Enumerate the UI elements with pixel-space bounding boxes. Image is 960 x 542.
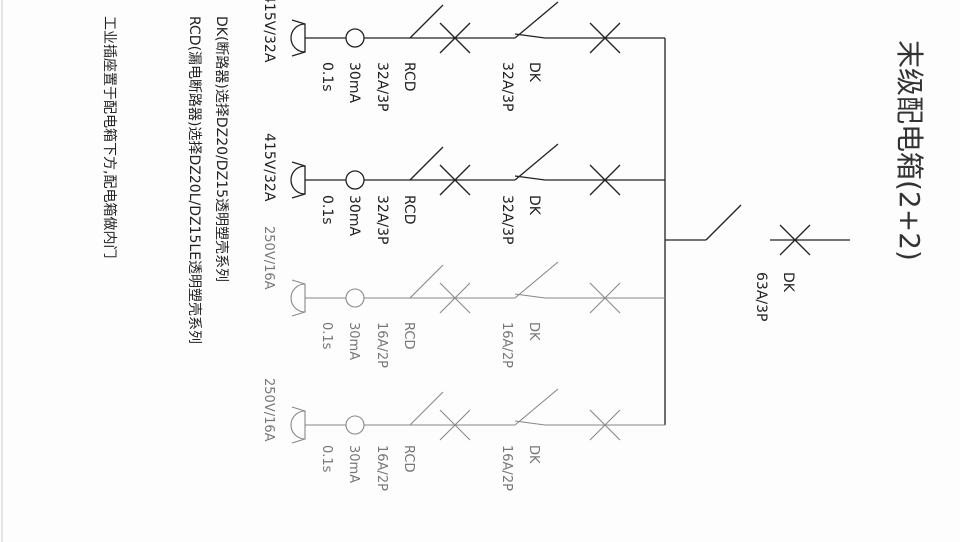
switch-contact-icon <box>514 143 559 181</box>
main-breaker: DK 63A/3P <box>665 204 850 321</box>
branch-rcd-rating: 32A/3P <box>374 195 390 244</box>
branch-dk-type: DK <box>526 62 542 83</box>
leakage-sensor-icon <box>345 288 365 308</box>
branch-rcd-time: 0.1s <box>319 322 334 350</box>
note-rcd: RCD(漏电断路器)选择DZ20L/DZ15LE透明塑壳系列 <box>186 16 203 344</box>
socket-icon <box>290 410 306 440</box>
leakage-sensor-icon <box>345 415 365 435</box>
branch-dk-type: DK <box>526 195 542 216</box>
socket-icon <box>290 283 306 313</box>
branch-socket: 250V/16A <box>261 226 276 290</box>
branch-rcd-type: RCD <box>401 195 417 225</box>
switch-contact-icon <box>705 204 742 241</box>
branch-dk-rating: 32A/3P <box>499 195 515 244</box>
leakage-sensor-icon <box>345 170 365 190</box>
socket-icon <box>290 23 306 53</box>
branch-rcd-time: 0.1s <box>319 62 335 92</box>
branch-rcd-current: 30mA <box>346 195 362 236</box>
branch-dk-rating: 16A/2P <box>499 322 514 368</box>
branch-socket: 250V/16A <box>261 378 276 442</box>
branch-rcd-current: 30mA <box>346 62 362 103</box>
switch-contact-icon <box>514 1 559 39</box>
branch-rcd-rating: 16A/2P <box>374 322 389 368</box>
branch-rcd-rating: 16A/2P <box>374 445 389 491</box>
main-breaker-type: DK <box>780 272 796 293</box>
note-dk: DK(断路器)选择DZ20/DZ15透明塑壳系列 <box>213 16 230 282</box>
socket-icon <box>290 165 306 195</box>
branch-rcd-rating: 32A/3P <box>374 62 390 111</box>
branch-rcd-type: RCD <box>401 62 417 92</box>
branch-socket: 415V/32A <box>261 133 277 202</box>
branch-dk-type: DK <box>526 445 541 464</box>
branch-rcd-type: RCD <box>401 322 416 349</box>
note-socket: 工业插座置于配电箱下方,配电箱做内门 <box>101 16 117 258</box>
branch-dk-type: DK <box>526 322 541 341</box>
branch-socket: 415V/32A <box>261 0 277 63</box>
diagram-title: 末级配电箱(2+2) <box>893 40 926 261</box>
branch-circuit: DK 16A/2P RCD 16A/2P 30mA 0.1s 250V/16A <box>261 226 665 368</box>
branch-circuit: DK 32A/3P RCD 32A/3P 30mA 0.1s 415V/32A <box>261 133 665 244</box>
switch-contact-icon <box>514 261 559 299</box>
branch-circuit: DK 32A/3P RCD 32A/3P 30mA 0.1s 415V/32A <box>261 0 665 111</box>
branch-rcd-current: 30mA <box>346 445 361 483</box>
leakage-sensor-icon <box>345 28 365 48</box>
branch-dk-rating: 32A/3P <box>499 62 515 111</box>
branch-dk-rating: 16A/2P <box>499 445 514 491</box>
main-breaker-rating: 63A/3P <box>753 272 769 321</box>
branch-rcd-time: 0.1s <box>319 445 334 473</box>
branch-rcd-type: RCD <box>401 445 416 472</box>
branch-rcd-time: 0.1s <box>319 195 335 225</box>
switch-contact-icon <box>514 388 559 426</box>
branch-rcd-current: 30mA <box>346 322 361 360</box>
branch-circuit: DK 16A/2P RCD 16A/2P 30mA 0.1s 250V/16A <box>261 378 665 491</box>
